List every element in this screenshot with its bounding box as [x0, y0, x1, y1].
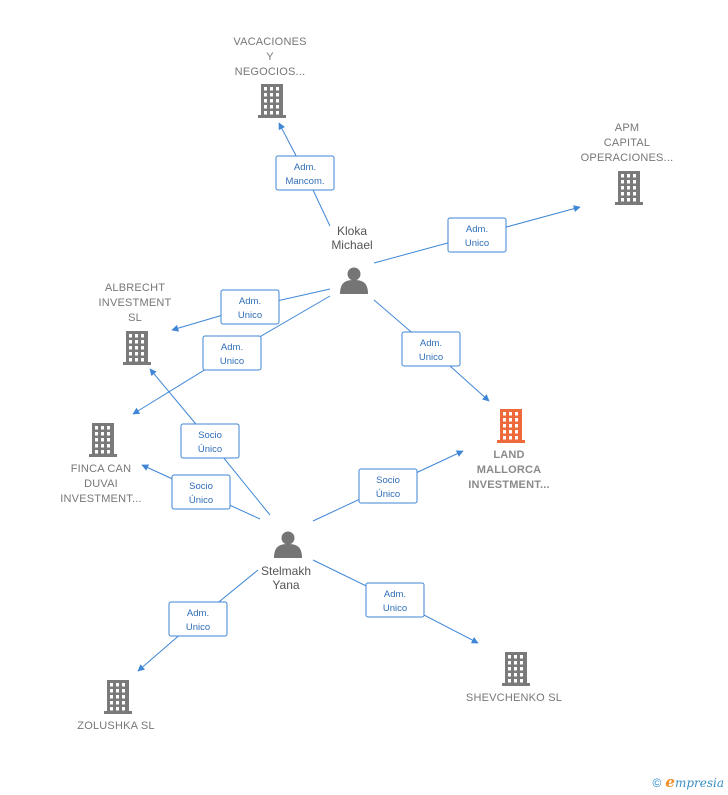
company-node-albrecht[interactable]: ALBRECHT INVESTMENT SL: [99, 282, 172, 365]
edge-label-box[interactable]: Adm. Mancom.: [275, 155, 335, 191]
building-icon: [502, 652, 530, 686]
edge-label-border: [365, 582, 425, 618]
company-name-label: SHEVCHENKO SL: [466, 692, 562, 704]
edge-label-box[interactable]: Adm. Unico: [168, 601, 228, 637]
edge-kloka-vacaciones: Adm. Mancom.: [275, 122, 335, 227]
company-name-label: INVESTMENT...: [468, 479, 549, 491]
edge-label-border: [168, 601, 228, 637]
edge-label-text: Unico: [220, 356, 244, 367]
building-icon: [123, 331, 151, 365]
person-icon: [340, 267, 368, 294]
company-name-label: MALLORCA: [477, 464, 542, 476]
edge-label-text: Unico: [419, 352, 443, 363]
edge-label-border: [358, 468, 418, 504]
edge-label-text: Unico: [465, 238, 489, 249]
company-node-finca[interactable]: FINCA CAN DUVAI INVESTMENT...: [60, 423, 142, 505]
edge-label-box[interactable]: Adm. Unico: [401, 331, 461, 367]
footer-branding: ©empresia: [653, 773, 724, 791]
company-name-label: NEGOCIOS...: [235, 66, 306, 78]
edge-label-text: Unico: [383, 603, 407, 614]
company-name-label: APM: [615, 122, 639, 134]
company-node-apm[interactable]: APM CAPITAL OPERACIONES...: [581, 122, 674, 205]
edge-stelmakh-zolushka: Adm. Unico: [137, 569, 259, 672]
edge-label-border: [171, 474, 231, 510]
company-name-label: VACACIONES: [233, 36, 306, 48]
edge-label-border: [220, 289, 280, 325]
edge-label-text: Unico: [186, 622, 210, 633]
edge-kloka-apm: Adm. Unico: [373, 205, 581, 264]
edge-label-border: [202, 335, 262, 371]
edge-label-box[interactable]: Adm. Unico: [365, 582, 425, 618]
company-node-vacaciones[interactable]: VACACIONES Y NEGOCIOS...: [233, 36, 306, 118]
company-name-label: ALBRECHT: [105, 282, 165, 294]
building-icon: [104, 680, 132, 714]
edge-kloka-finca: Adm. Unico: [132, 295, 331, 415]
edge-label-text: Único: [376, 489, 400, 500]
edges-layer: Adm.Mancom.Adm.UnicoAdm.UnicoAdm.UnicoAd…: [132, 122, 581, 672]
company-node-land[interactable]: LAND MALLORCA INVESTMENT...: [468, 409, 550, 491]
company-name-label: INVESTMENT: [99, 297, 172, 309]
company-name-label: CAPITAL: [604, 137, 650, 149]
company-name-label: FINCA CAN: [71, 463, 131, 475]
person-name-label: Michael: [331, 238, 372, 252]
edge-label-box[interactable]: Adm. Unico: [220, 289, 280, 325]
person-name-label: Stelmakh: [261, 564, 311, 578]
edge-label-text: Adm.: [239, 296, 261, 307]
company-name-label: SL: [128, 312, 142, 324]
building-icon: [615, 171, 643, 205]
edge-label-text: Unico: [238, 310, 262, 321]
building-icon: [497, 409, 525, 443]
company-node-zolushka[interactable]: ZOLUSHKA SL: [77, 680, 155, 732]
person-name-label: Yana: [272, 578, 299, 592]
company-name-label: INVESTMENT...: [60, 493, 141, 505]
edge-label-border: [447, 217, 507, 253]
building-icon: [89, 423, 117, 457]
edge-label-border: [401, 331, 461, 367]
edge-kloka-albrecht: Adm. Unico: [171, 288, 331, 332]
copyright-icon: ©: [652, 776, 662, 790]
edge-label-box[interactable]: Adm. Unico: [202, 335, 262, 371]
edge-label-text: Socio: [376, 475, 400, 486]
edge-stelmakh-shevchenko: Adm. Unico: [312, 559, 479, 644]
edge-label-text: Único: [189, 495, 213, 506]
edge-label-border: [180, 423, 240, 459]
company-name-label: Y: [266, 51, 274, 63]
edge-label-text: Adm.: [384, 589, 406, 600]
edge-label-text: Adm.: [187, 608, 209, 619]
edge-label-text: Socio: [198, 430, 222, 441]
person-icon: [274, 531, 302, 558]
company-name-label: LAND: [493, 449, 524, 461]
nodes-layer: VACACIONES Y NEGOCIOS... APM CAPITAL OPERACIO…: [60, 36, 673, 732]
company-name-label: DUVAI: [84, 478, 118, 490]
edge-label-text: Único: [198, 444, 222, 455]
edge-label-text: Socio: [189, 481, 213, 492]
company-node-shevchenko[interactable]: SHEVCHENKO SL: [466, 652, 562, 704]
edge-label-border: [275, 155, 335, 191]
edge-label-text: Adm.: [420, 338, 442, 349]
empresia-logo[interactable]: empresia: [665, 773, 724, 791]
edge-kloka-land: Adm. Unico: [373, 299, 490, 402]
edge-label-text: Mancom.: [285, 176, 324, 187]
company-name-label: ZOLUSHKA SL: [77, 720, 154, 732]
company-name-label: OPERACIONES...: [581, 152, 674, 164]
edge-label-text: Adm.: [466, 224, 488, 235]
building-icon: [258, 84, 286, 118]
edge-label-box[interactable]: Adm. Unico: [447, 217, 507, 253]
edge-label-text: Adm.: [294, 162, 316, 173]
edge-label-text: Adm.: [221, 342, 243, 353]
person-name-label: Kloka: [337, 224, 367, 238]
